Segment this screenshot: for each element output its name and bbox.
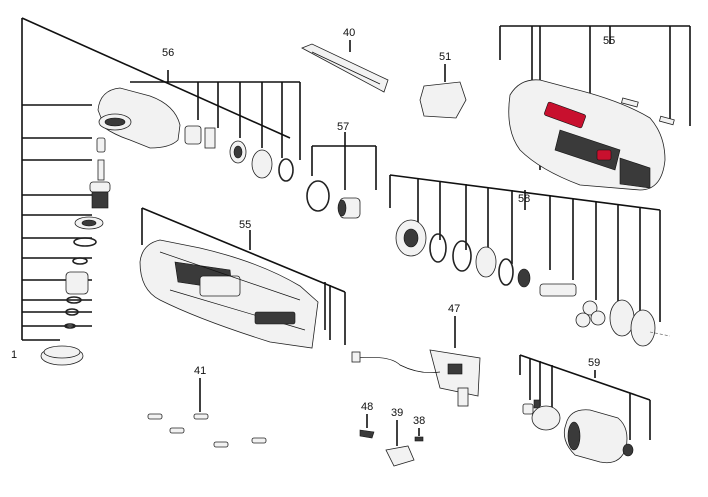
callout-40: 40 xyxy=(343,27,355,39)
callout-38: 38 xyxy=(413,415,425,427)
part-41-screws: 41 xyxy=(147,365,267,448)
part-38: 38 xyxy=(413,415,425,442)
callout-48: 48 xyxy=(361,401,373,413)
small-parts-column xyxy=(64,137,111,329)
bracket-line-55-mid xyxy=(141,207,346,345)
callout-47: 47 xyxy=(448,303,460,315)
group-55-top-housing: 55 xyxy=(499,25,691,191)
callout-55-top: 55 xyxy=(603,35,615,47)
callout-56: 56 xyxy=(162,47,174,59)
callout-55-mid: 55 xyxy=(239,219,251,231)
screw xyxy=(147,413,163,420)
callout-51: 51 xyxy=(439,51,451,63)
callout-41: 41 xyxy=(194,365,206,377)
left-parts-stack: 1 xyxy=(11,17,291,366)
bracket-line-59 xyxy=(519,354,651,440)
bracket-line-57 xyxy=(311,132,377,190)
screw xyxy=(169,427,185,434)
bracket-line-1 xyxy=(21,17,291,341)
part-48: 48 xyxy=(359,401,375,439)
bracket-line-56 xyxy=(130,70,301,160)
milwaukee-logo-top xyxy=(544,101,586,129)
part-47-switch-assembly: 47 xyxy=(351,303,481,407)
screw xyxy=(193,413,209,420)
callout-58: 58 xyxy=(518,193,530,205)
group-57: 57 xyxy=(306,121,377,219)
screw xyxy=(213,441,229,448)
screw xyxy=(251,437,267,444)
group-59-motor: 59 xyxy=(519,354,651,464)
part-40-clip: 40 xyxy=(301,27,389,93)
callout-59: 59 xyxy=(588,357,600,369)
callout-39: 39 xyxy=(391,407,403,419)
group-55-mid-housing: 55 xyxy=(139,207,346,349)
part-1-ring xyxy=(40,345,84,366)
group-56-angle-head: 56 xyxy=(97,47,301,182)
callout-1: 1 xyxy=(11,349,17,361)
angle-head-housing xyxy=(97,87,181,149)
part-39: 39 xyxy=(385,407,415,467)
part-51-label: 51 xyxy=(419,51,467,119)
group-58-gearbox: 58 xyxy=(389,174,671,347)
callout-57: 57 xyxy=(337,121,349,133)
bracket-line-58 xyxy=(389,174,661,322)
